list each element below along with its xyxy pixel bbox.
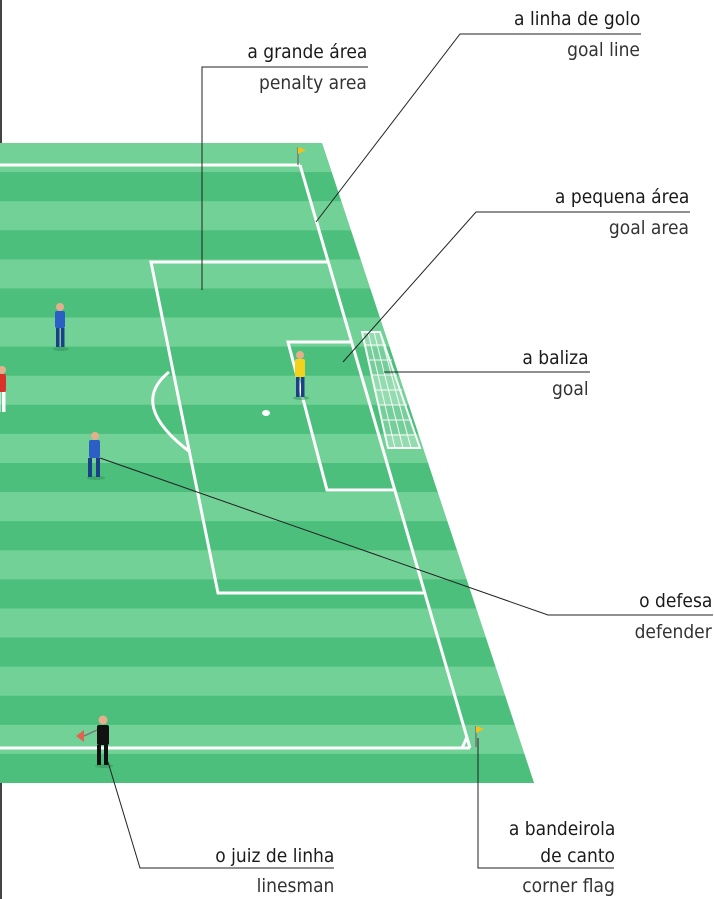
label-goal-en: goal <box>552 378 589 400</box>
grass-stripe <box>0 754 560 784</box>
label-goal-area-en: goal area <box>609 217 689 239</box>
grass-stripe <box>0 405 560 435</box>
grass-stripe <box>0 463 560 493</box>
label-goal-line-en: goal line <box>567 39 640 61</box>
label-defender-pt: o defesa <box>639 590 712 612</box>
grass-stripe <box>0 492 560 522</box>
label-linesman-pt: o juiz de linha <box>215 845 334 867</box>
label-corner-flag-pt-1: a bandeirola <box>508 818 615 840</box>
grass-stripe <box>0 667 560 697</box>
grass-stripe <box>0 434 560 464</box>
label-linesman-en: linesman <box>256 875 334 897</box>
label-goal-pt: a baliza <box>523 347 589 369</box>
label-defender-en: defender <box>635 621 712 643</box>
label-goal-area-pt: a pequena área <box>555 186 689 208</box>
label-goal-line-pt: a linha de golo <box>514 8 640 30</box>
grass-stripe <box>0 696 560 726</box>
grass-stripe <box>0 550 560 580</box>
grass-stripe <box>0 288 560 318</box>
penalty-spot <box>262 410 270 416</box>
label-penalty-area-en: penalty area <box>259 72 367 94</box>
grass-stripe <box>0 608 560 638</box>
grass-stripe <box>0 172 560 202</box>
label-corner-flag-en: corner flag <box>522 875 615 897</box>
grass-stripes <box>0 143 560 784</box>
label-corner-flag-pt-2: de canto <box>540 845 615 867</box>
grass-stripe <box>0 230 560 260</box>
grass-stripe <box>0 376 560 406</box>
grass-stripe <box>0 638 560 668</box>
grass-stripe <box>0 259 560 289</box>
grass-stripe <box>0 201 560 231</box>
grass-stripe <box>0 521 560 551</box>
grass-stripe <box>0 318 560 348</box>
label-penalty-area-pt: a grande área <box>247 41 367 63</box>
grass-stripe <box>0 143 560 173</box>
